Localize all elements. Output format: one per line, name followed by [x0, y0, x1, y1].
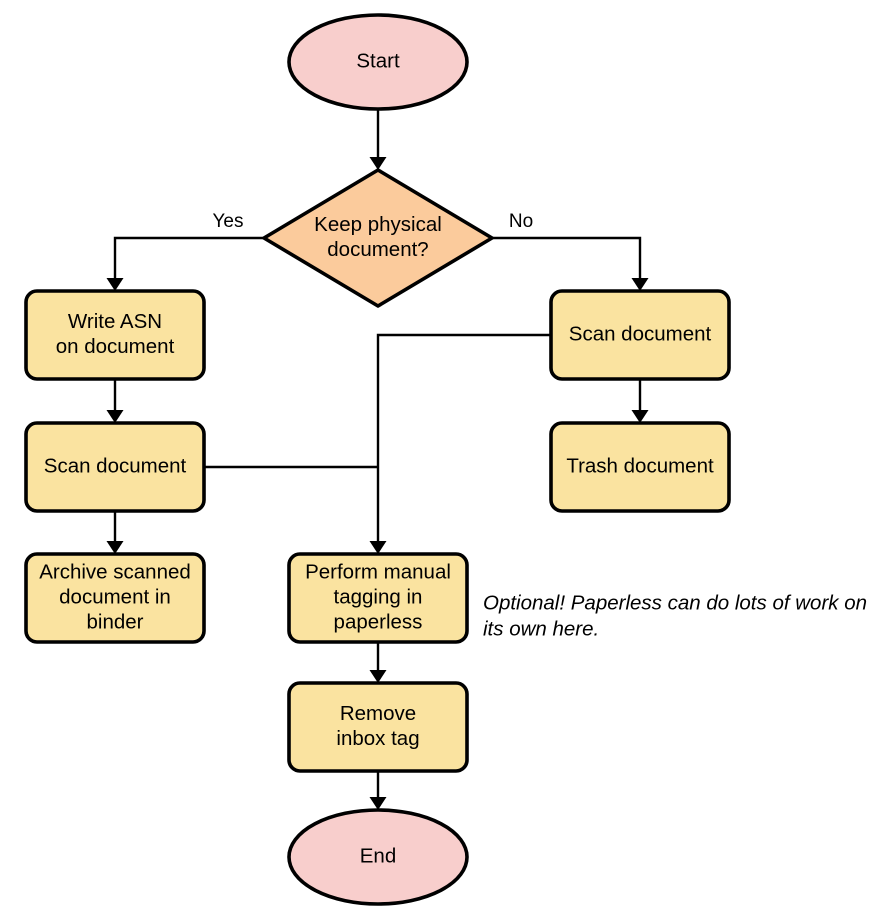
arrow-head-remove-to-end — [369, 797, 387, 810]
node-trash-document[interactable]: Trash document — [549, 421, 731, 513]
node-shape-start[interactable] — [287, 13, 469, 111]
node-start[interactable]: Start — [287, 13, 469, 111]
arrow-head-decision-no — [631, 278, 649, 291]
annotation-line: Optional! Paperless can do lots of work … — [483, 591, 867, 614]
node-label-scan-document-right: Scan document — [569, 322, 712, 345]
node-shape-write-asn[interactable] — [24, 289, 206, 381]
arrow-head-write-asn-to-scan — [106, 410, 124, 423]
edge-decision-yes: Yes — [106, 211, 264, 291]
edge-start-to-decision — [369, 109, 387, 170]
edge-label-decision-yes: Yes — [213, 211, 244, 232]
arrow-head-tagging-to-remove — [369, 670, 387, 683]
node-label-manual-tagging: tagging in — [334, 585, 423, 608]
node-label-manual-tagging: Perform manual — [305, 560, 451, 583]
edge-path-scan-right-to-tagging — [376, 333, 551, 547]
edge-scan-right-to-trash — [631, 379, 649, 423]
node-shape-scan-document-right[interactable] — [549, 289, 731, 381]
edge-path-decision-yes — [113, 236, 264, 284]
node-label-manual-tagging: paperless — [334, 610, 423, 633]
edge-tagging-to-remove — [369, 642, 387, 683]
node-shape-remove-inbox-tag[interactable] — [287, 681, 469, 773]
node-label-archive-binder: Archive scanned — [39, 560, 191, 583]
node-label-keep-physical: Keep physical — [314, 213, 442, 236]
node-shape-keep-physical[interactable] — [262, 168, 494, 308]
node-label-write-asn: Write ASN — [68, 310, 162, 333]
node-shape-manual-tagging[interactable] — [287, 552, 469, 644]
node-label-write-asn: on document — [56, 335, 175, 358]
node-label-archive-binder: binder — [87, 610, 144, 633]
edge-path-decision-no — [492, 236, 642, 284]
edge-remove-to-end — [369, 771, 387, 810]
arrow-head-scan-left-to-archive — [106, 541, 124, 554]
node-shape-archive-binder[interactable] — [24, 552, 206, 644]
node-shape-scan-document-left[interactable] — [24, 421, 206, 513]
node-label-remove-inbox-tag: inbox tag — [336, 727, 419, 750]
node-scan-document-right[interactable]: Scan document — [549, 289, 731, 381]
node-shape-end[interactable] — [287, 808, 469, 906]
arrow-head-start-to-decision — [369, 157, 387, 170]
node-label-start: Start — [356, 49, 400, 72]
edges-layer: Yes No — [106, 109, 649, 810]
edge-decision-no: No — [492, 211, 649, 291]
annotation-optional-note: Optional! Paperless can do lots of work … — [483, 591, 867, 640]
node-label-end: End — [360, 844, 396, 867]
arrow-head-decision-yes — [106, 278, 124, 291]
node-label-scan-document-left: Scan document — [44, 454, 187, 477]
edge-scan-right-to-tagging — [369, 333, 551, 554]
node-label-trash-document: Trash document — [566, 454, 714, 477]
arrow-head-scan-right-to-trash — [631, 410, 649, 423]
edge-scan-left-to-archive — [106, 511, 124, 554]
node-label-archive-binder: document in — [59, 585, 171, 608]
node-end[interactable]: End — [287, 808, 469, 906]
arrow-head-scan-right-to-tagging — [369, 541, 387, 554]
node-label-keep-physical: document? — [327, 238, 428, 261]
edge-label-decision-no: No — [509, 211, 533, 232]
edge-write-asn-to-scan — [106, 379, 124, 423]
node-scan-document-left[interactable]: Scan document — [24, 421, 206, 513]
node-shape-trash-document[interactable] — [549, 421, 731, 513]
annotation-line: its own here. — [483, 617, 599, 640]
node-label-remove-inbox-tag: Remove — [340, 702, 416, 725]
annotations-layer: Optional! Paperless can do lots of work … — [483, 591, 867, 640]
